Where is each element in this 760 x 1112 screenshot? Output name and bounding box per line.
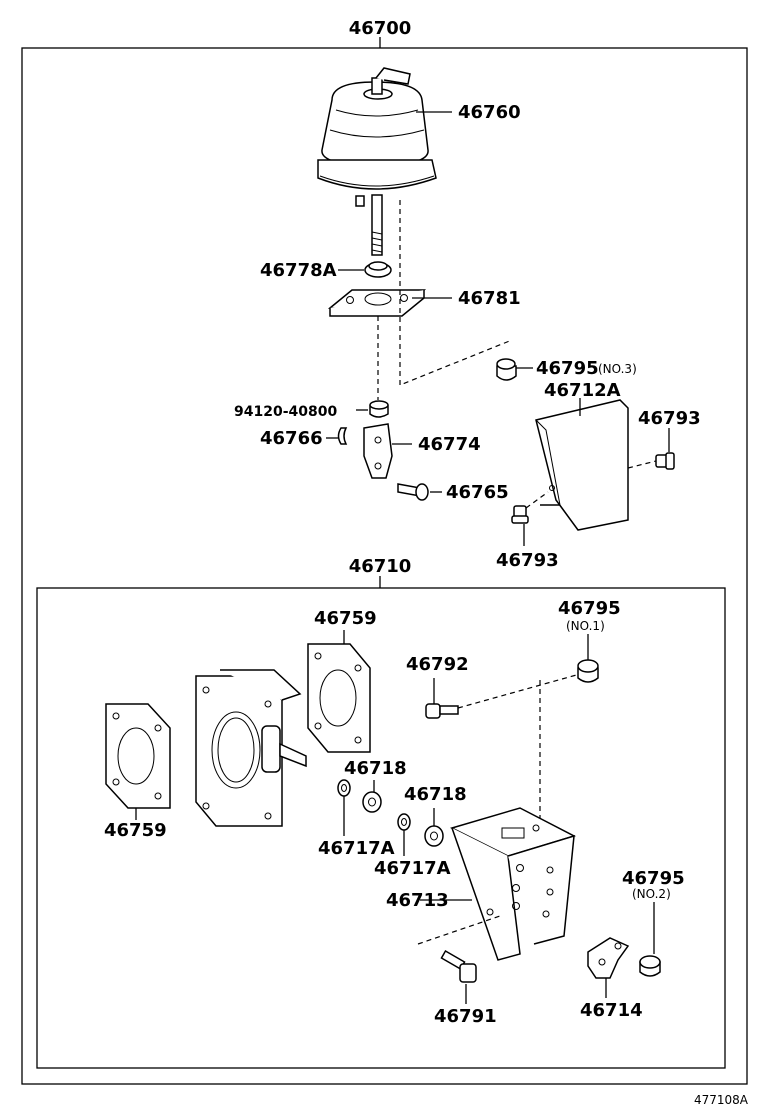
label-46791: 46791 (434, 1006, 497, 1027)
washer-46718-a (362, 791, 382, 813)
inner-frame-46710 (36, 587, 726, 1069)
nut-46795-no3 (496, 358, 517, 381)
bolt-46791 (440, 950, 477, 983)
label-46760: 46760 (458, 102, 521, 123)
throttle-housing (195, 669, 307, 827)
label-46718-b: 46718 (404, 784, 467, 805)
outer-frame-46700 (21, 47, 748, 1085)
nut-94120-40800 (369, 400, 389, 418)
nut-46778A (364, 261, 392, 278)
label-46793-top: 46793 (638, 408, 701, 429)
bracket-46713 (449, 807, 576, 961)
nut-46795-no1 (577, 659, 599, 683)
label-46774: 46774 (418, 434, 481, 455)
plate-46781 (327, 289, 427, 317)
label-no2: (NO.2) (632, 887, 671, 901)
label-46717A-a: 46717A (318, 838, 395, 859)
label-no1: (NO.1) (566, 619, 605, 633)
label-46718-a: 46718 (344, 758, 407, 779)
label-46759-top: 46759 (314, 608, 377, 629)
label-46795-no2: 46795 (622, 868, 685, 889)
washer-46718-b (424, 825, 444, 847)
label-46700: 46700 (349, 18, 412, 39)
bolt-46793-bottom (511, 505, 529, 524)
actuator-46760 (317, 67, 437, 256)
washer-46717A-a (337, 779, 351, 797)
label-46714: 46714 (580, 1000, 643, 1021)
label-46713: 46713 (386, 890, 449, 911)
bolt-46792 (425, 703, 459, 719)
pin-46766 (337, 427, 348, 445)
diagram-code: 477108A (694, 1093, 749, 1107)
gasket-46759-left (105, 703, 171, 809)
label-46717A-b: 46717A (374, 858, 451, 879)
gasket-46759-top (307, 643, 371, 753)
label-no3: (NO.3) (598, 362, 637, 376)
label-46795-no1: 46795 (558, 598, 621, 619)
bracket-46712A (535, 399, 629, 531)
nut-46795-no2 (639, 955, 661, 977)
label-46759-left: 46759 (104, 820, 167, 841)
label-46781: 46781 (458, 288, 521, 309)
label-46793-bottom: 46793 (496, 550, 559, 571)
label-46765: 46765 (446, 482, 509, 503)
lever-46774 (363, 423, 393, 479)
label-46766: 46766 (260, 428, 323, 449)
clamp-46714 (587, 937, 630, 979)
label-46712A: 46712A (544, 380, 621, 401)
pin-46765 (397, 483, 429, 501)
label-46795-no3: 46795 (536, 358, 599, 379)
label-46792: 46792 (406, 654, 469, 675)
washer-46717A-b (397, 813, 411, 831)
label-94120-40800: 94120-40800 (234, 404, 337, 420)
bolt-46793-right (655, 452, 675, 470)
label-46778A: 46778A (260, 260, 337, 281)
label-46710: 46710 (349, 556, 412, 577)
